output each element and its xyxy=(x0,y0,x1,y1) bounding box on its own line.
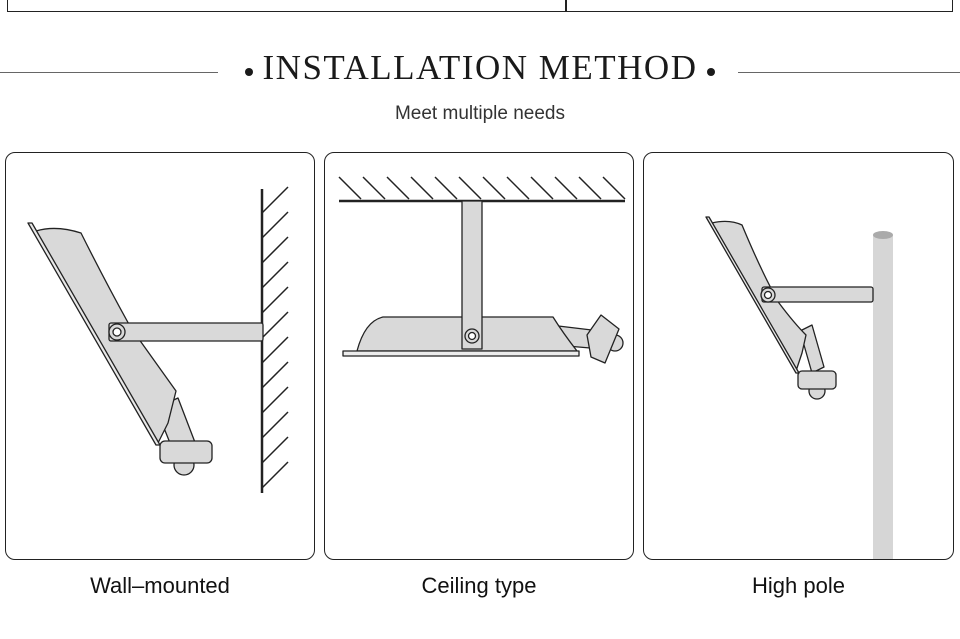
table-divider xyxy=(565,0,567,11)
pole-mount-illustration xyxy=(705,216,893,559)
title-bullet-right xyxy=(707,67,716,76)
section-title-text: INSTALLATION METHOD xyxy=(262,48,698,87)
wall-mount-caption: Wall–mounted xyxy=(90,573,230,598)
section-title: INSTALLATION METHOD xyxy=(0,48,960,88)
pole-mount-card xyxy=(643,152,954,560)
section-subtitle: Meet multiple needs xyxy=(394,103,566,124)
header-rule-right xyxy=(738,72,960,73)
header-rule-left xyxy=(0,72,218,73)
ceiling-mount-caption: Ceiling type xyxy=(421,573,537,598)
title-bullet-left xyxy=(244,67,253,76)
ceiling-mount-illustration xyxy=(338,176,626,364)
ceiling-mount-card xyxy=(324,152,634,560)
wall-mount-illustration xyxy=(27,186,289,493)
wall-mount-card xyxy=(5,152,315,560)
pole-mount-caption: High pole xyxy=(752,573,845,598)
top-table-fragment xyxy=(7,0,953,12)
